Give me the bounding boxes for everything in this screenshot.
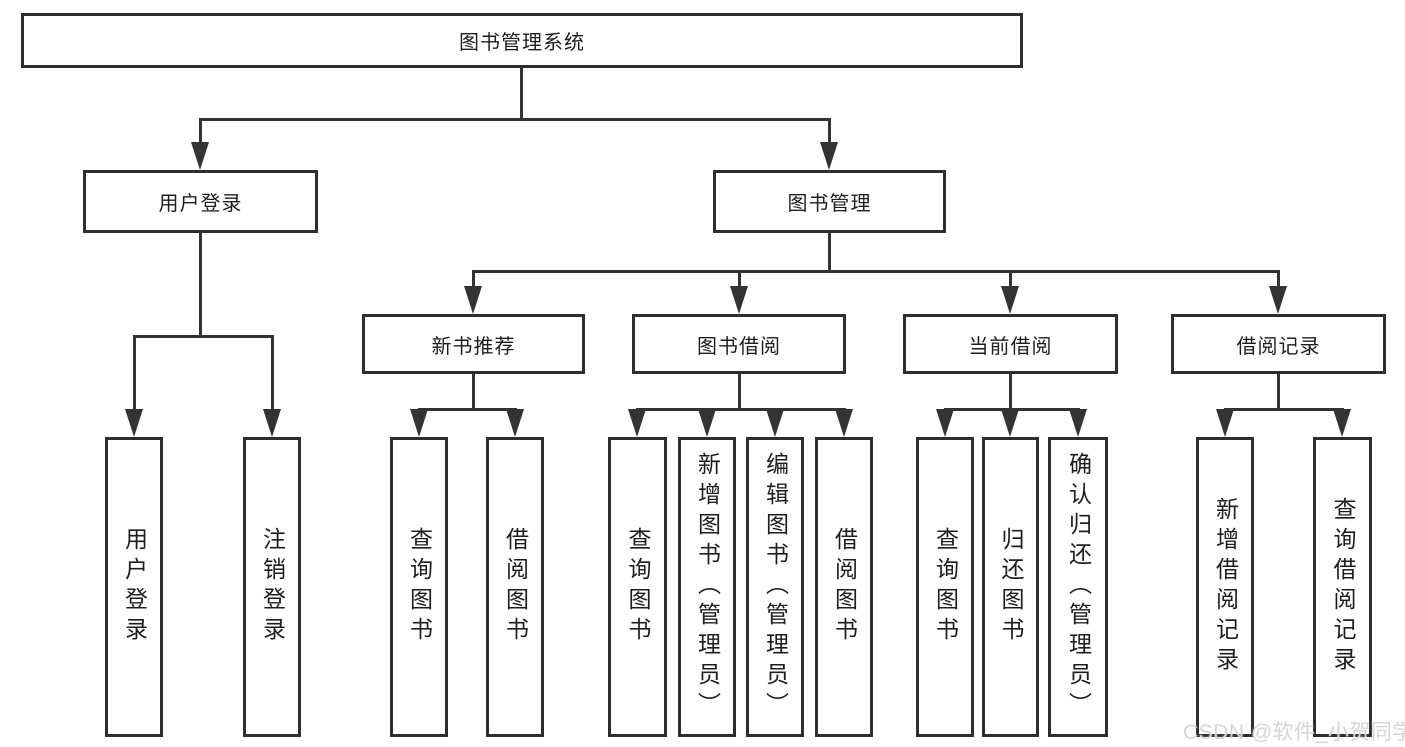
arrowhead-down-icon bbox=[1001, 286, 1019, 314]
connector-level3-rail bbox=[472, 270, 1280, 273]
leaf-logout: 注销登录 bbox=[243, 437, 301, 737]
node-label: 用户登录 bbox=[121, 527, 148, 647]
node-label: 用户登录 bbox=[158, 193, 243, 215]
node-book-borrowing: 图书借阅 bbox=[632, 314, 846, 374]
leaf-query-books: 查询图书 bbox=[390, 437, 448, 737]
node-label: 查询图书 bbox=[625, 527, 651, 647]
node-label: 借阅图书 bbox=[831, 527, 858, 647]
arrowhead-down-icon bbox=[835, 409, 853, 437]
leaf-add-borrow-record: 新增借阅记录 bbox=[1196, 437, 1254, 737]
arrowhead-down-icon bbox=[464, 286, 482, 314]
node-label: 图书借阅 bbox=[697, 335, 781, 358]
node-library-management-system: 图书管理系统 bbox=[21, 13, 1023, 68]
arrowhead-down-icon bbox=[820, 142, 838, 170]
node-new-book-recommendation: 新书推荐 bbox=[362, 314, 585, 374]
connector-rail bbox=[636, 408, 846, 411]
node-book-management: 图书管理 bbox=[713, 170, 946, 233]
leaf-confirm-return-admin: 确认归还（管理员） bbox=[1048, 437, 1108, 737]
connector-stem bbox=[1009, 374, 1012, 410]
node-label: 图书管理 bbox=[787, 193, 872, 215]
node-label: 借阅记录 bbox=[1236, 335, 1321, 358]
arrowhead-down-icon bbox=[1216, 409, 1234, 437]
connector-drop bbox=[271, 335, 274, 411]
node-label: 图书管理系统 bbox=[459, 32, 585, 54]
arrowhead-down-icon bbox=[506, 409, 524, 437]
node-label: 查询借阅记录 bbox=[1330, 497, 1356, 677]
arrowhead-down-icon bbox=[698, 409, 716, 437]
arrowhead-down-icon bbox=[1269, 286, 1287, 314]
node-label: 查询图书 bbox=[932, 527, 959, 647]
connector-rail bbox=[418, 408, 517, 411]
leaf-borrow-books: 借阅图书 bbox=[815, 437, 873, 737]
connector-rail bbox=[1224, 408, 1344, 411]
connector-drop bbox=[199, 118, 202, 144]
arrowhead-down-icon bbox=[766, 409, 784, 437]
connector-drop bbox=[472, 270, 475, 288]
node-label: 新增图书（管理员） bbox=[694, 452, 721, 722]
connector-stem bbox=[1277, 374, 1280, 410]
connector-user-login-rail bbox=[133, 335, 274, 338]
node-label: 当前借阅 bbox=[968, 335, 1053, 358]
connector-drop bbox=[1009, 270, 1012, 288]
node-borrowing-records: 借阅记录 bbox=[1171, 314, 1386, 374]
leaf-query-books: 查询图书 bbox=[916, 437, 974, 737]
arrowhead-down-icon bbox=[1001, 409, 1019, 437]
arrowhead-down-icon bbox=[1333, 409, 1351, 437]
node-label: 归还图书 bbox=[998, 527, 1024, 647]
arrowhead-down-icon bbox=[1069, 409, 1087, 437]
node-label: 编辑图书（管理员） bbox=[762, 452, 789, 722]
arrowhead-down-icon bbox=[628, 409, 646, 437]
node-label: 新增借阅记录 bbox=[1212, 497, 1239, 677]
node-label: 新书推荐 bbox=[431, 335, 516, 358]
node-label: 确认归还（管理员） bbox=[1065, 452, 1092, 722]
csdn-watermark: CSDN @软件_小贺同学 bbox=[1183, 721, 1405, 744]
connector-root-stem bbox=[520, 68, 523, 120]
leaf-return-books: 归还图书 bbox=[982, 437, 1039, 737]
leaf-query-books: 查询图书 bbox=[608, 437, 667, 737]
arrowhead-down-icon bbox=[263, 409, 281, 437]
node-user-login: 用户登录 bbox=[83, 170, 318, 233]
arrowhead-down-icon bbox=[936, 409, 954, 437]
arrowhead-down-icon bbox=[191, 142, 209, 170]
leaf-borrow-books: 借阅图书 bbox=[486, 437, 544, 737]
arrowhead-down-icon bbox=[410, 409, 428, 437]
connector-root-rail bbox=[199, 118, 831, 121]
leaf-add-book-admin: 新增图书（管理员） bbox=[678, 437, 736, 737]
leaf-user-login: 用户登录 bbox=[105, 437, 163, 737]
connector-stem bbox=[738, 374, 741, 410]
leaf-query-borrow-record: 查询借阅记录 bbox=[1313, 437, 1372, 737]
connector-drop bbox=[828, 118, 831, 144]
node-label: 查询图书 bbox=[406, 527, 433, 647]
connector-stem bbox=[472, 374, 475, 410]
connector-book-management-stem bbox=[828, 233, 831, 272]
connector-drop bbox=[1277, 270, 1280, 288]
connector-drop bbox=[738, 270, 741, 288]
node-label: 注销登录 bbox=[259, 527, 286, 647]
arrowhead-down-icon bbox=[125, 409, 143, 437]
arrowhead-down-icon bbox=[730, 286, 748, 314]
node-label: 借阅图书 bbox=[502, 527, 529, 647]
leaf-edit-book-admin: 编辑图书（管理员） bbox=[746, 437, 804, 737]
connector-user-login-stem bbox=[199, 233, 202, 337]
connector-drop bbox=[133, 335, 136, 411]
node-current-borrowing: 当前借阅 bbox=[903, 314, 1118, 374]
